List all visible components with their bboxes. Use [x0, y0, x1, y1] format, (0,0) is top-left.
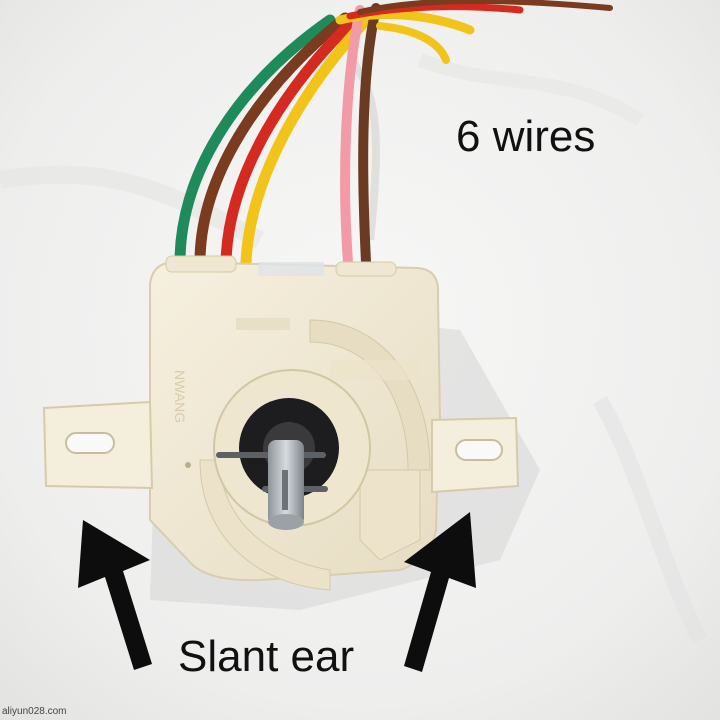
- wire-bundle: [174, 0, 613, 268]
- wires-count-label: 6 wires: [456, 112, 596, 161]
- left-mounting-ear: [42, 400, 154, 490]
- svg-text:NWANG: NWANG: [172, 370, 188, 423]
- left-arrow-icon: [78, 520, 152, 670]
- watermark-text: aliyun028.com: [2, 706, 67, 717]
- rotary-shaft: [213, 369, 371, 530]
- right-arrow-icon: [404, 512, 476, 672]
- right-mounting-ear: [431, 416, 520, 494]
- slant-ear-label: Slant ear: [178, 632, 355, 681]
